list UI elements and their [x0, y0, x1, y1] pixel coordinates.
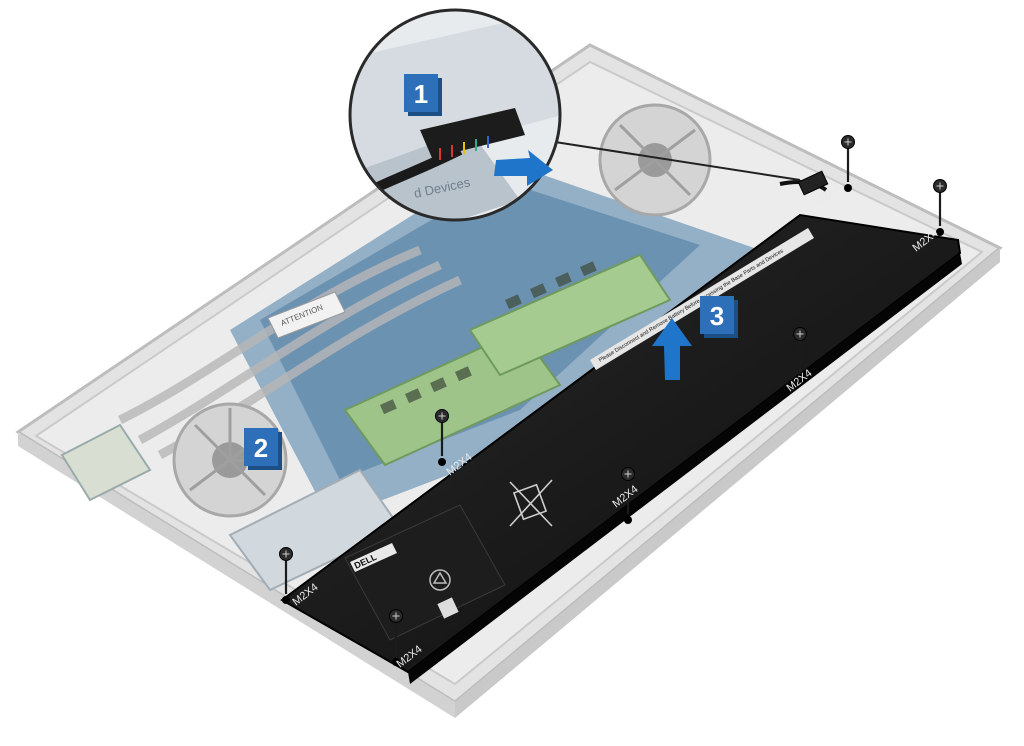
- recycle-icon: [429, 569, 451, 591]
- screw-icon: [840, 134, 856, 192]
- screw-icon: [932, 178, 948, 236]
- step-1-callout: 1: [404, 74, 442, 116]
- memory-modules: [343, 253, 672, 467]
- screw-icon: [620, 466, 636, 524]
- step-1-arrow-icon: [494, 150, 553, 186]
- screw-icon: [388, 608, 404, 666]
- step-2-callout: 2: [244, 428, 282, 470]
- battery-qr-code: [437, 597, 459, 619]
- magnifier-icon: d Devices: [348, 8, 801, 222]
- right-fan: [598, 103, 712, 217]
- battery-connector: [779, 170, 829, 196]
- step-3-arrow-icon: [652, 318, 692, 380]
- step-number: 2: [254, 433, 268, 463]
- screw-icon: [792, 326, 808, 384]
- step-number: 3: [710, 301, 724, 331]
- wireless-card: [60, 423, 152, 502]
- screw-icon: [434, 408, 450, 466]
- screw-icon: [278, 546, 294, 604]
- crossed-bin-icon: [509, 479, 553, 527]
- step-number: 1: [414, 79, 428, 109]
- step-3-callout: 3: [700, 296, 738, 338]
